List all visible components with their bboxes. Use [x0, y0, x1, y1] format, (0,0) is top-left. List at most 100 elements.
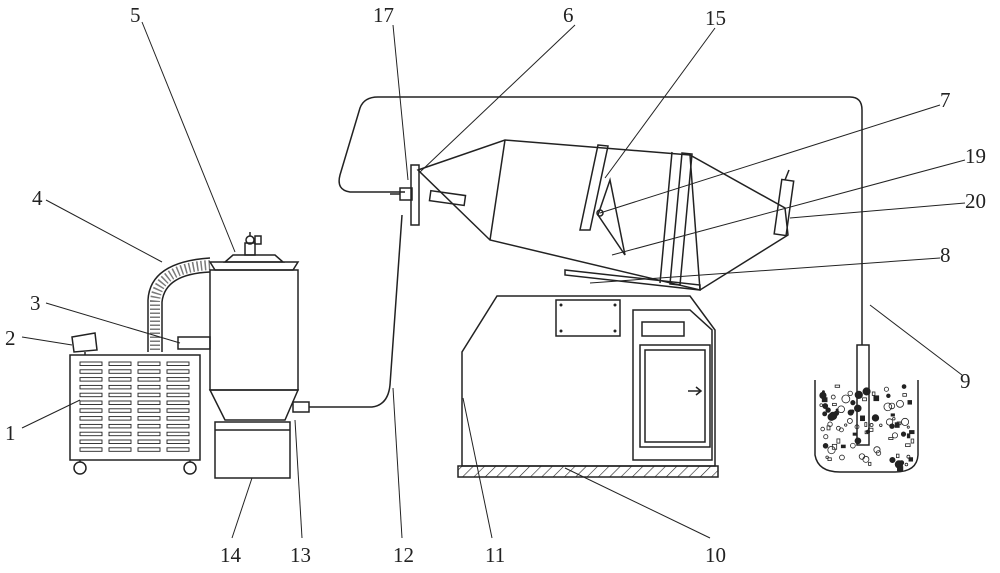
vent-slot: [80, 385, 102, 389]
vent-slot: [80, 432, 102, 436]
particle: [907, 426, 909, 428]
label-10: 10: [705, 543, 726, 567]
particle: [872, 415, 879, 422]
vent-slot: [109, 385, 131, 389]
suction-pipe: [309, 215, 402, 407]
particle: [889, 438, 893, 440]
vent-slot: [109, 424, 131, 428]
particle: [855, 391, 862, 398]
particle: [896, 454, 899, 457]
vent-slot: [80, 409, 102, 413]
particle: [820, 392, 826, 398]
label-12: 12: [393, 543, 414, 567]
particle: [860, 416, 864, 421]
particle: [907, 434, 910, 438]
vent-slot: [80, 370, 102, 374]
particle: [848, 410, 853, 415]
vent-slot: [109, 448, 131, 452]
cabinet-unit: [70, 355, 200, 474]
particle: [907, 455, 910, 458]
particle: [821, 427, 825, 431]
vent-slot: [167, 362, 189, 366]
vent-slot: [109, 432, 131, 436]
particle: [823, 443, 828, 448]
vent-slot: [167, 385, 189, 389]
particle: [892, 433, 897, 438]
label-19: 19: [965, 144, 986, 168]
vent-slot: [138, 378, 160, 382]
vent-slot: [109, 362, 131, 366]
particle: [848, 391, 852, 395]
cyclone-tank: [210, 232, 298, 420]
label-14: 14: [220, 543, 242, 567]
vent-slot: [167, 440, 189, 444]
particle: [820, 404, 823, 407]
vent-slot: [109, 417, 131, 421]
label-13: 13: [290, 543, 311, 567]
particle: [880, 424, 883, 427]
vent-slot: [80, 417, 102, 421]
vent-slot: [109, 401, 131, 405]
particle: [893, 418, 896, 421]
particle: [863, 398, 867, 401]
particle: [863, 456, 869, 462]
particle: [899, 461, 903, 465]
label-9: 9: [960, 369, 971, 393]
vent-slot: [80, 378, 102, 382]
particle: [911, 439, 914, 443]
vent-slot: [167, 409, 189, 413]
particle: [828, 446, 835, 453]
particle: [884, 387, 888, 391]
particle: [840, 455, 845, 460]
particle: [841, 445, 845, 448]
particle: [837, 439, 840, 443]
outlet-pipe: [293, 402, 309, 412]
particle: [828, 458, 831, 461]
label-17: 17: [373, 3, 394, 27]
vent-slot: [80, 393, 102, 397]
vent-slot: [138, 409, 160, 413]
vent-slot: [167, 393, 189, 397]
particle: [909, 431, 914, 434]
vent-slot: [109, 409, 131, 413]
vent-slot: [138, 448, 160, 452]
particle: [903, 394, 907, 397]
particle: [905, 463, 908, 466]
particle: [906, 444, 911, 447]
particle: [850, 443, 855, 448]
particle: [863, 388, 870, 395]
vent-slot: [138, 385, 160, 389]
particle: [872, 392, 875, 395]
particle: [847, 418, 852, 423]
label-6: 6: [563, 3, 574, 27]
vent-slot: [167, 432, 189, 436]
particle: [866, 430, 869, 433]
vent-slot: [80, 401, 102, 405]
label-8: 8: [940, 243, 951, 267]
vent-slot: [80, 362, 102, 366]
vent-slot: [109, 378, 131, 382]
particle: [890, 424, 895, 429]
particle: [870, 423, 873, 426]
label-5: 5: [130, 3, 141, 27]
liquid-container: [815, 345, 918, 472]
vent-slot: [138, 432, 160, 436]
particle: [887, 394, 891, 398]
particle: [897, 400, 904, 407]
control-box: [72, 333, 97, 355]
vent-slot: [109, 393, 131, 397]
particle: [897, 467, 902, 471]
label-4: 4: [32, 186, 43, 210]
label-3: 3: [30, 291, 41, 315]
vent-slot: [109, 440, 131, 444]
vent-slot: [167, 448, 189, 452]
particle: [874, 447, 880, 453]
vent-slot: [80, 448, 102, 452]
vent-slot: [138, 401, 160, 405]
particle: [884, 403, 892, 411]
particle: [835, 385, 839, 387]
particle: [829, 412, 837, 420]
vent-slot: [167, 417, 189, 421]
particle: [895, 423, 899, 428]
